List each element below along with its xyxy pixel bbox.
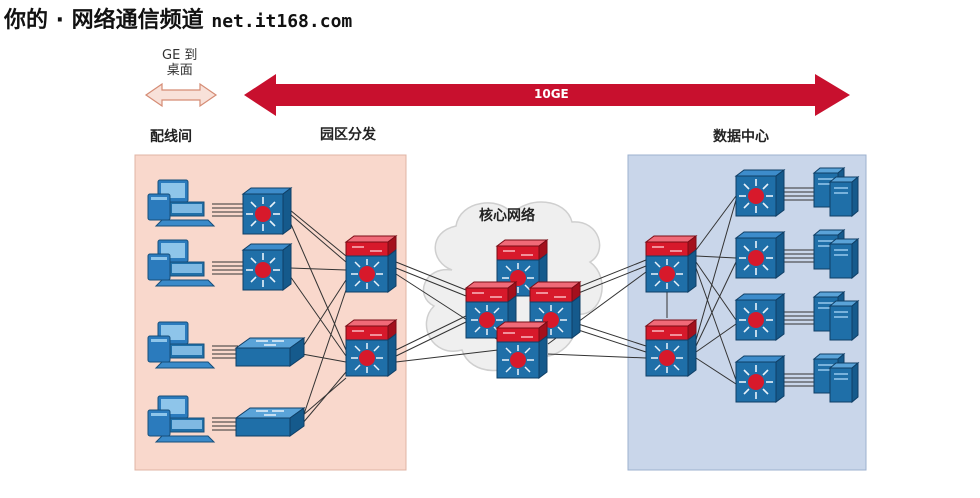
ge-to-desktop-arrow — [144, 82, 218, 108]
dc-access-switch-icon-1 — [735, 169, 785, 217]
ge-to-desktop-line1: GE 到 — [162, 48, 198, 63]
watermark-url: net.it168.com — [211, 11, 353, 32]
dc-distribution-switch-icon-2 — [645, 319, 697, 377]
workgroup-switch-icon-1 — [235, 337, 305, 367]
distribution-switch-icon-1 — [345, 235, 397, 293]
campus-links — [212, 203, 668, 431]
dc-access-switch-icon-4 — [735, 355, 785, 403]
ten-ge-arrow — [244, 74, 850, 116]
campus-distribution-label: 园区分发 — [320, 127, 376, 143]
dc-distribution-switch-icon-1 — [645, 235, 697, 293]
datacenter-links — [695, 187, 814, 387]
ten-ge-label: 10GE — [534, 87, 569, 101]
watermark-site: 你的 · 网络通信频道 — [4, 8, 204, 33]
distribution-switch-icon-2 — [345, 319, 397, 377]
wiring-closet-label: 配线间 — [150, 129, 192, 145]
watermark: 你的 · 网络通信频道 net.it168.com — [4, 2, 352, 34]
dc-access-switch-icon-2 — [735, 231, 785, 279]
data-center-label: 数据中心 — [713, 129, 769, 145]
workgroup-switch-icon-2 — [235, 407, 305, 437]
access-switch-icon-2 — [242, 243, 292, 291]
core-network-label: 核心网络 — [479, 208, 535, 224]
core-switch-icon-bottom — [496, 321, 548, 379]
ge-to-desktop-line2: 桌面 — [166, 63, 193, 78]
dc-access-switch-icon-3 — [735, 293, 785, 341]
access-switch-icon-1 — [242, 187, 292, 235]
ge-to-desktop-label: GE 到 桌面 — [162, 48, 197, 78]
